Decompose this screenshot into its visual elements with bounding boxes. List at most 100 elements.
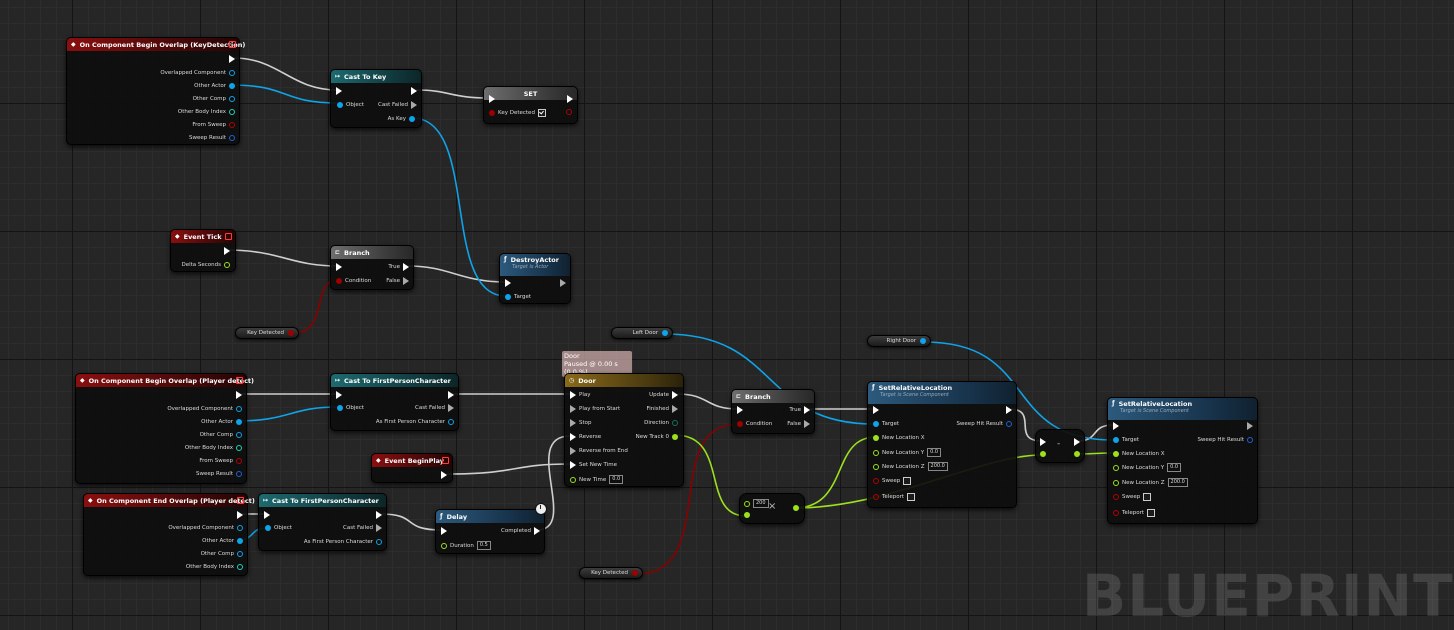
cast-to-key-node[interactable]: ↦Cast To Key Object Cast Failed As Key [330, 69, 422, 128]
exec-in-pin[interactable] [1040, 438, 1046, 446]
exec-out-pin[interactable] [448, 391, 454, 399]
node-header[interactable]: ↦Cast To Key [331, 70, 421, 83]
bool-pin-icon[interactable] [288, 330, 294, 336]
exec-out-pin[interactable] [567, 95, 573, 103]
pin-target[interactable]: Target [505, 293, 531, 301]
cast-to-first-person-character-node[interactable]: ↦Cast To FirstPersonCharacter Object Cas… [330, 373, 459, 431]
pin-completed[interactable]: Completed [501, 527, 540, 535]
exec-out-pin[interactable] [376, 511, 382, 519]
exec-in-pin[interactable] [336, 87, 342, 95]
pin-from-sweep[interactable]: From Sweep [199, 457, 242, 465]
pin-true[interactable]: True [789, 406, 810, 414]
exec-in-pin[interactable] [264, 511, 270, 519]
pin-as-first-person-character[interactable]: As First Person Character [304, 538, 382, 546]
pin-overlapped-component[interactable]: Overlapped Component [167, 405, 242, 413]
exec-out-pin[interactable] [560, 279, 566, 287]
pin-condition[interactable]: Condition [336, 277, 371, 285]
exec-out-pin[interactable] [441, 471, 447, 479]
pin-other-comp[interactable]: Other Comp [200, 431, 242, 439]
set-key-detected-node[interactable]: SET Key Detected [483, 86, 578, 124]
pin-delta-seconds[interactable]: Delta Seconds [181, 261, 230, 269]
node-header[interactable]: ◆Event Tick [171, 230, 235, 243]
branch-node[interactable]: ⊏Branch True Condition False [330, 245, 414, 290]
exec-out-pin[interactable] [1074, 438, 1080, 446]
branch-node[interactable]: ⊏Branch True Condition False [731, 389, 815, 434]
pin-result[interactable] [793, 505, 799, 511]
pin-other-body-index[interactable]: Other Body Index [185, 444, 242, 452]
end-overlap-player-event-node[interactable]: ◆On Component End Overlap (Player detect… [83, 493, 255, 576]
pin-reverse-from-end[interactable]: Reverse from End [570, 447, 628, 455]
exec-out-pin[interactable] [411, 87, 417, 95]
exec-in-pin[interactable] [1113, 422, 1119, 430]
pin-teleport[interactable]: Teleport [1113, 509, 1155, 517]
sweep-checkbox[interactable] [1143, 493, 1152, 501]
node-header[interactable]: ↦Cast To FirstPersonCharacter [331, 374, 458, 387]
pin-target[interactable]: Target [1113, 436, 1139, 444]
delegate-pin-icon[interactable] [237, 497, 244, 504]
location-z-input[interactable]: 200.0 [927, 462, 948, 471]
event-beginplay-node[interactable]: ◆Event BeginPlay [371, 453, 453, 483]
node-header[interactable]: ◆On Component Begin Overlap (Player dete… [76, 374, 254, 387]
exec-out-pin[interactable] [236, 391, 242, 399]
pin-set-new-time[interactable]: Set New Time [570, 461, 617, 469]
pin-play[interactable]: Play [570, 391, 590, 399]
node-header[interactable]: ⊏Branch [732, 390, 814, 403]
exec-in-pin[interactable] [873, 406, 879, 414]
pin-teleport[interactable]: Teleport [873, 493, 915, 501]
exec-out-pin[interactable] [237, 511, 243, 519]
pin-reverse[interactable]: Reverse [570, 433, 601, 441]
exec-in-pin[interactable] [336, 263, 342, 271]
exec-out-pin[interactable] [224, 247, 230, 255]
pin-sweep-hit-result[interactable]: Sweep Hit Result [1197, 436, 1253, 444]
pin-object[interactable]: Object [337, 101, 364, 109]
multiply-node[interactable]: 200 × [739, 493, 805, 524]
pin-a[interactable] [1040, 451, 1046, 457]
delegate-pin-icon[interactable] [229, 41, 236, 48]
pin-other-actor[interactable]: Other Actor [202, 537, 243, 545]
pin-new-location-x[interactable]: New Location X [1113, 450, 1165, 458]
pin-cast-failed[interactable]: Cast Failed [415, 404, 454, 412]
event-tick-node[interactable]: ◆Event Tick Delta Seconds [170, 229, 236, 272]
location-y-input[interactable]: 0.0 [927, 448, 942, 457]
pin-sweep-hit-result[interactable]: Sweep Hit Result [956, 420, 1012, 428]
pin-true[interactable]: True [388, 263, 409, 271]
right-door-variable[interactable]: Right Door [867, 335, 931, 347]
node-header[interactable]: SET [484, 87, 577, 100]
pin-condition[interactable]: Condition [737, 420, 772, 428]
left-door-variable[interactable]: Left Door [611, 327, 673, 339]
pin-false[interactable]: False [386, 277, 409, 285]
object-pin-icon[interactable] [920, 338, 926, 344]
key-detected-checkbox[interactable] [537, 109, 546, 117]
teleport-checkbox[interactable] [907, 493, 915, 501]
pin-sweep-result[interactable]: Sweep Result [189, 134, 235, 142]
pin-play-from-start[interactable]: Play from Start [570, 405, 620, 413]
duration-input[interactable]: 0.5 [476, 541, 491, 550]
pin-overlapped-component[interactable]: Overlapped Component [160, 69, 235, 77]
delegate-pin-icon[interactable] [236, 377, 243, 384]
pin-new-location-x[interactable]: New Location X [873, 434, 925, 442]
pin-other-body-index[interactable]: Other Body Index [186, 563, 243, 571]
node-header[interactable]: ◷Door [565, 374, 683, 387]
exec-in-pin[interactable] [489, 95, 495, 103]
cast-to-first-person-character-node[interactable]: ↦Cast To FirstPersonCharacter Object Cas… [258, 493, 387, 551]
pin-as-first-person-character[interactable]: As First Person Character [376, 418, 454, 426]
pin-other-comp[interactable]: Other Comp [201, 550, 243, 558]
location-y-input[interactable]: 0.0 [1167, 463, 1182, 472]
node-header[interactable]: ◆On Component Begin Overlap (KeyDetectio… [67, 38, 245, 51]
pin-cast-failed[interactable]: Cast Failed [378, 101, 417, 109]
pin-other-body-index[interactable]: Other Body Index [178, 108, 235, 116]
pin-target[interactable]: Target [873, 420, 899, 428]
delegate-pin-icon[interactable] [442, 457, 449, 464]
pin-object[interactable]: Object [265, 524, 292, 532]
exec-out-pin[interactable] [1006, 406, 1012, 414]
